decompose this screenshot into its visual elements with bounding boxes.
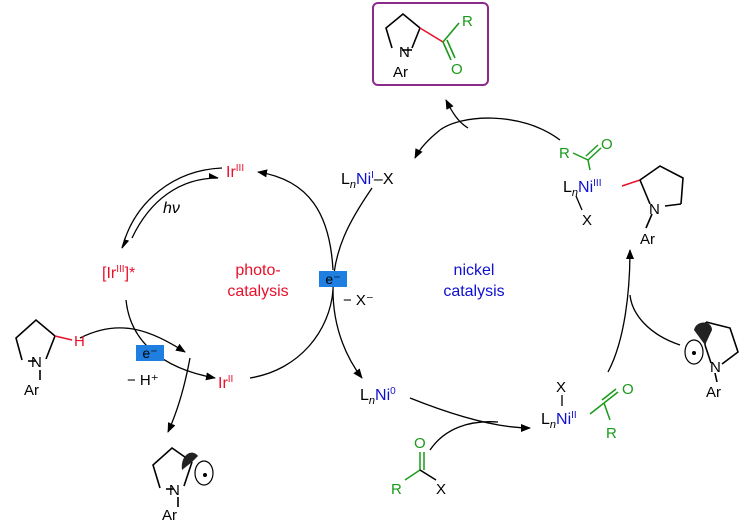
- ni2-acyl-bonds: [589, 388, 619, 421]
- radical-orbital-lobe: [181, 452, 198, 470]
- ni3-x-atom: X: [582, 212, 592, 229]
- arrow-to-ni1: [414, 129, 441, 159]
- amine-substrate: N Ar H: [15, 318, 85, 399]
- ni3-n-atom: N: [649, 201, 660, 218]
- alpha-amino-radical-bottom: N Ar: [152, 446, 214, 521]
- arrow-ni1-to-ni0: [332, 187, 373, 379]
- electron-transfer-box-left: e⁻: [136, 345, 164, 361]
- product-box: N Ar O R: [372, 2, 489, 86]
- nickel-cycle: [332, 99, 681, 451]
- radical-bottom-ar-group: Ar: [162, 507, 177, 521]
- arrow-acyl-halide-in: [429, 421, 499, 451]
- acyl-halide-reagent: O R X: [391, 435, 446, 498]
- amine-ar-group: Ar: [24, 382, 39, 399]
- ni3-ar-group: Ar: [640, 231, 655, 248]
- arrow-to-ir2: [125, 299, 216, 381]
- nickel-cycle-label-2: catalysis: [443, 283, 504, 300]
- product-o-atom: O: [451, 61, 463, 78]
- photo-cycle-label-2: catalysis: [227, 283, 288, 300]
- radical-right-orbital-lobe: [694, 322, 712, 345]
- product-molecule: [385, 12, 460, 61]
- electron-box-left-fill: [136, 345, 164, 361]
- ni3-x-bond: [575, 195, 583, 211]
- ni3-pyrrolidine: [621, 165, 684, 229]
- acyl-r-group: R: [391, 481, 402, 498]
- photo-cycle-label-1: photo-: [235, 262, 280, 279]
- arrow-hv-relaxation: [131, 173, 219, 239]
- ir3-excited-label: [IrIII]*: [102, 264, 135, 282]
- acyl-cx-bond: [419, 469, 437, 481]
- alpha-amino-radical-right: N Ar: [684, 321, 739, 401]
- amine-ch-bond: [54, 335, 73, 341]
- radical-right-dot: [692, 351, 696, 355]
- ni3-acyl-bonds: [572, 144, 602, 171]
- ni2-x-atom: X: [556, 379, 566, 396]
- ni1-species: LnNiI–X: [341, 170, 394, 191]
- ni2-acyl-complex: X LnNiII O R: [541, 379, 634, 442]
- arc-ir2-return: [249, 289, 334, 379]
- radical-dot: [203, 473, 207, 477]
- arrow-oxidative-addition: [409, 397, 531, 432]
- electron-transfer-box-center: e⁻: [319, 271, 347, 287]
- arrow-to-alpha-radical: [167, 357, 191, 433]
- amine-n-atom: N: [31, 354, 42, 371]
- ni2-r-group: R: [606, 425, 617, 442]
- hv-label: hν: [163, 200, 180, 217]
- radical-right-n-atom: N: [710, 359, 721, 376]
- ir3-label: IrIII: [226, 163, 244, 181]
- ir2-label: IrII: [218, 374, 233, 392]
- radical-right-ar-group: Ar: [706, 384, 721, 401]
- arrow-radical-in: [629, 294, 681, 346]
- electron-box-center-fill: [319, 271, 347, 287]
- arrow-amine-oxidation: [79, 327, 186, 353]
- acyl-o-atom: O: [414, 435, 426, 452]
- acyl-x-atom: X: [436, 481, 446, 498]
- product-ar-group: Ar: [393, 64, 408, 81]
- ni3-o-atom: O: [601, 136, 613, 153]
- arc-reductive-elimination: [439, 117, 561, 141]
- arrow-to-ir3: [257, 169, 334, 271]
- radical-orbital-open-lobe: [194, 460, 214, 486]
- radical-bottom-n-atom: N: [169, 482, 180, 499]
- photocatalytic-cycle: [79, 167, 334, 433]
- ni2-o-atom: O: [622, 381, 634, 398]
- ni3-r-group: R: [559, 145, 570, 162]
- product-n-atom: N: [399, 44, 410, 61]
- minus-proton-label: − H⁺: [127, 372, 159, 389]
- electron-label-center: e⁻: [325, 271, 340, 287]
- amine-h-atom: H: [74, 333, 85, 350]
- ni3-complex: R O LnNiIII X N Ar: [559, 136, 684, 248]
- arrow-radical-capture: [607, 249, 634, 373]
- ni2-core: LnNiII: [541, 410, 577, 431]
- minus-halide-label: − X⁻: [343, 292, 374, 309]
- product-r-group: R: [462, 13, 473, 30]
- ni0-species: LnNi0: [360, 386, 396, 407]
- nickel-cycle-label-1: nickel: [454, 262, 495, 279]
- arrow-hv-excitation: [121, 167, 223, 249]
- electron-label-left: e⁻: [142, 345, 157, 361]
- ni3-core: LnNiIII: [563, 178, 601, 199]
- arrow-to-product: [445, 99, 469, 129]
